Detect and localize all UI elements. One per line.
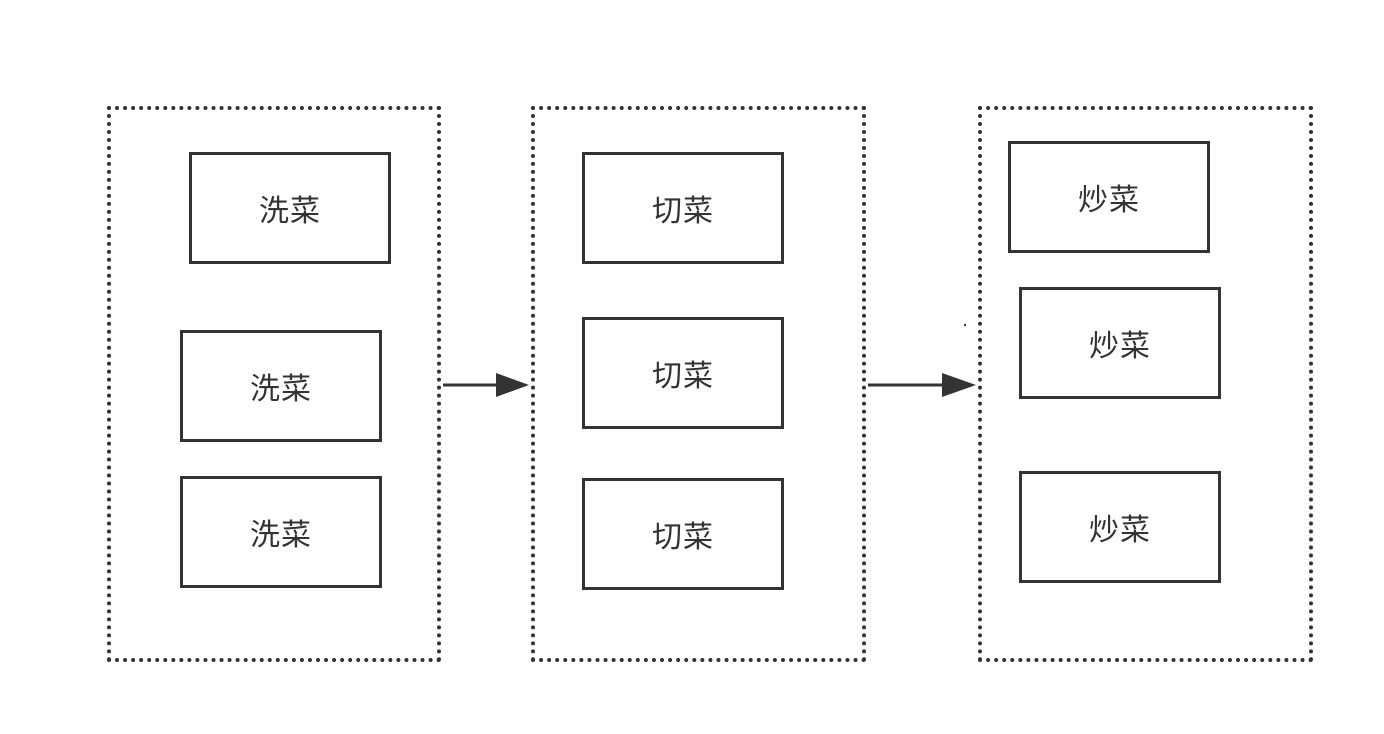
step-label: 炒菜	[1089, 513, 1151, 548]
step-label: 切菜	[652, 194, 714, 229]
arrow-head	[496, 373, 529, 397]
step-wash-2: 洗菜	[180, 330, 382, 442]
step-label: 炒菜	[1078, 183, 1140, 218]
step-cut-1: 切菜	[582, 152, 784, 264]
group-fry	[978, 106, 1313, 662]
step-label: 洗菜	[250, 372, 312, 407]
step-label: 洗菜	[259, 194, 321, 229]
step-wash-1: 洗菜	[189, 152, 391, 264]
step-cut-3: 切菜	[582, 478, 784, 590]
step-fry-1: 炒菜	[1008, 141, 1210, 253]
step-label: 切菜	[652, 520, 714, 555]
step-label: 炒菜	[1089, 329, 1151, 364]
group-wash	[107, 106, 441, 662]
step-label: 切菜	[652, 359, 714, 394]
step-label: 洗菜	[250, 518, 312, 553]
step-cut-2: 切菜	[582, 317, 784, 429]
arrow-head	[942, 373, 976, 397]
step-fry-3: 炒菜	[1019, 471, 1221, 583]
arrow-wash-to-cut	[443, 373, 529, 397]
step-fry-2: 炒菜	[1019, 287, 1221, 399]
step-wash-3: 洗菜	[180, 476, 382, 588]
arrow-cut-to-fry	[868, 373, 976, 397]
stray-dot	[964, 324, 966, 326]
group-cut	[531, 106, 866, 662]
